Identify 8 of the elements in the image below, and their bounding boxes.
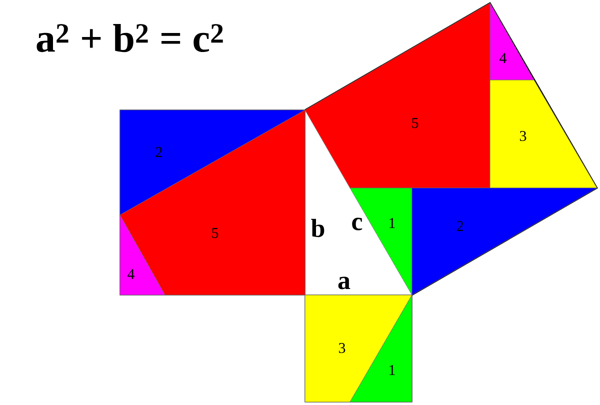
side-label: a (338, 276, 350, 290)
dissection-piece: 2 (412, 188, 598, 296)
equation: a$^{2}$ + b$^{2}$ = c$^{2}$ (36, 24, 223, 52)
dissection-piece: 3 (490, 80, 598, 188)
side-label: b (311, 218, 324, 238)
side-label: c (352, 218, 362, 230)
dissection-piece: 5 (304, 2, 490, 188)
dissection-piece: 4 (490, 2, 534, 80)
